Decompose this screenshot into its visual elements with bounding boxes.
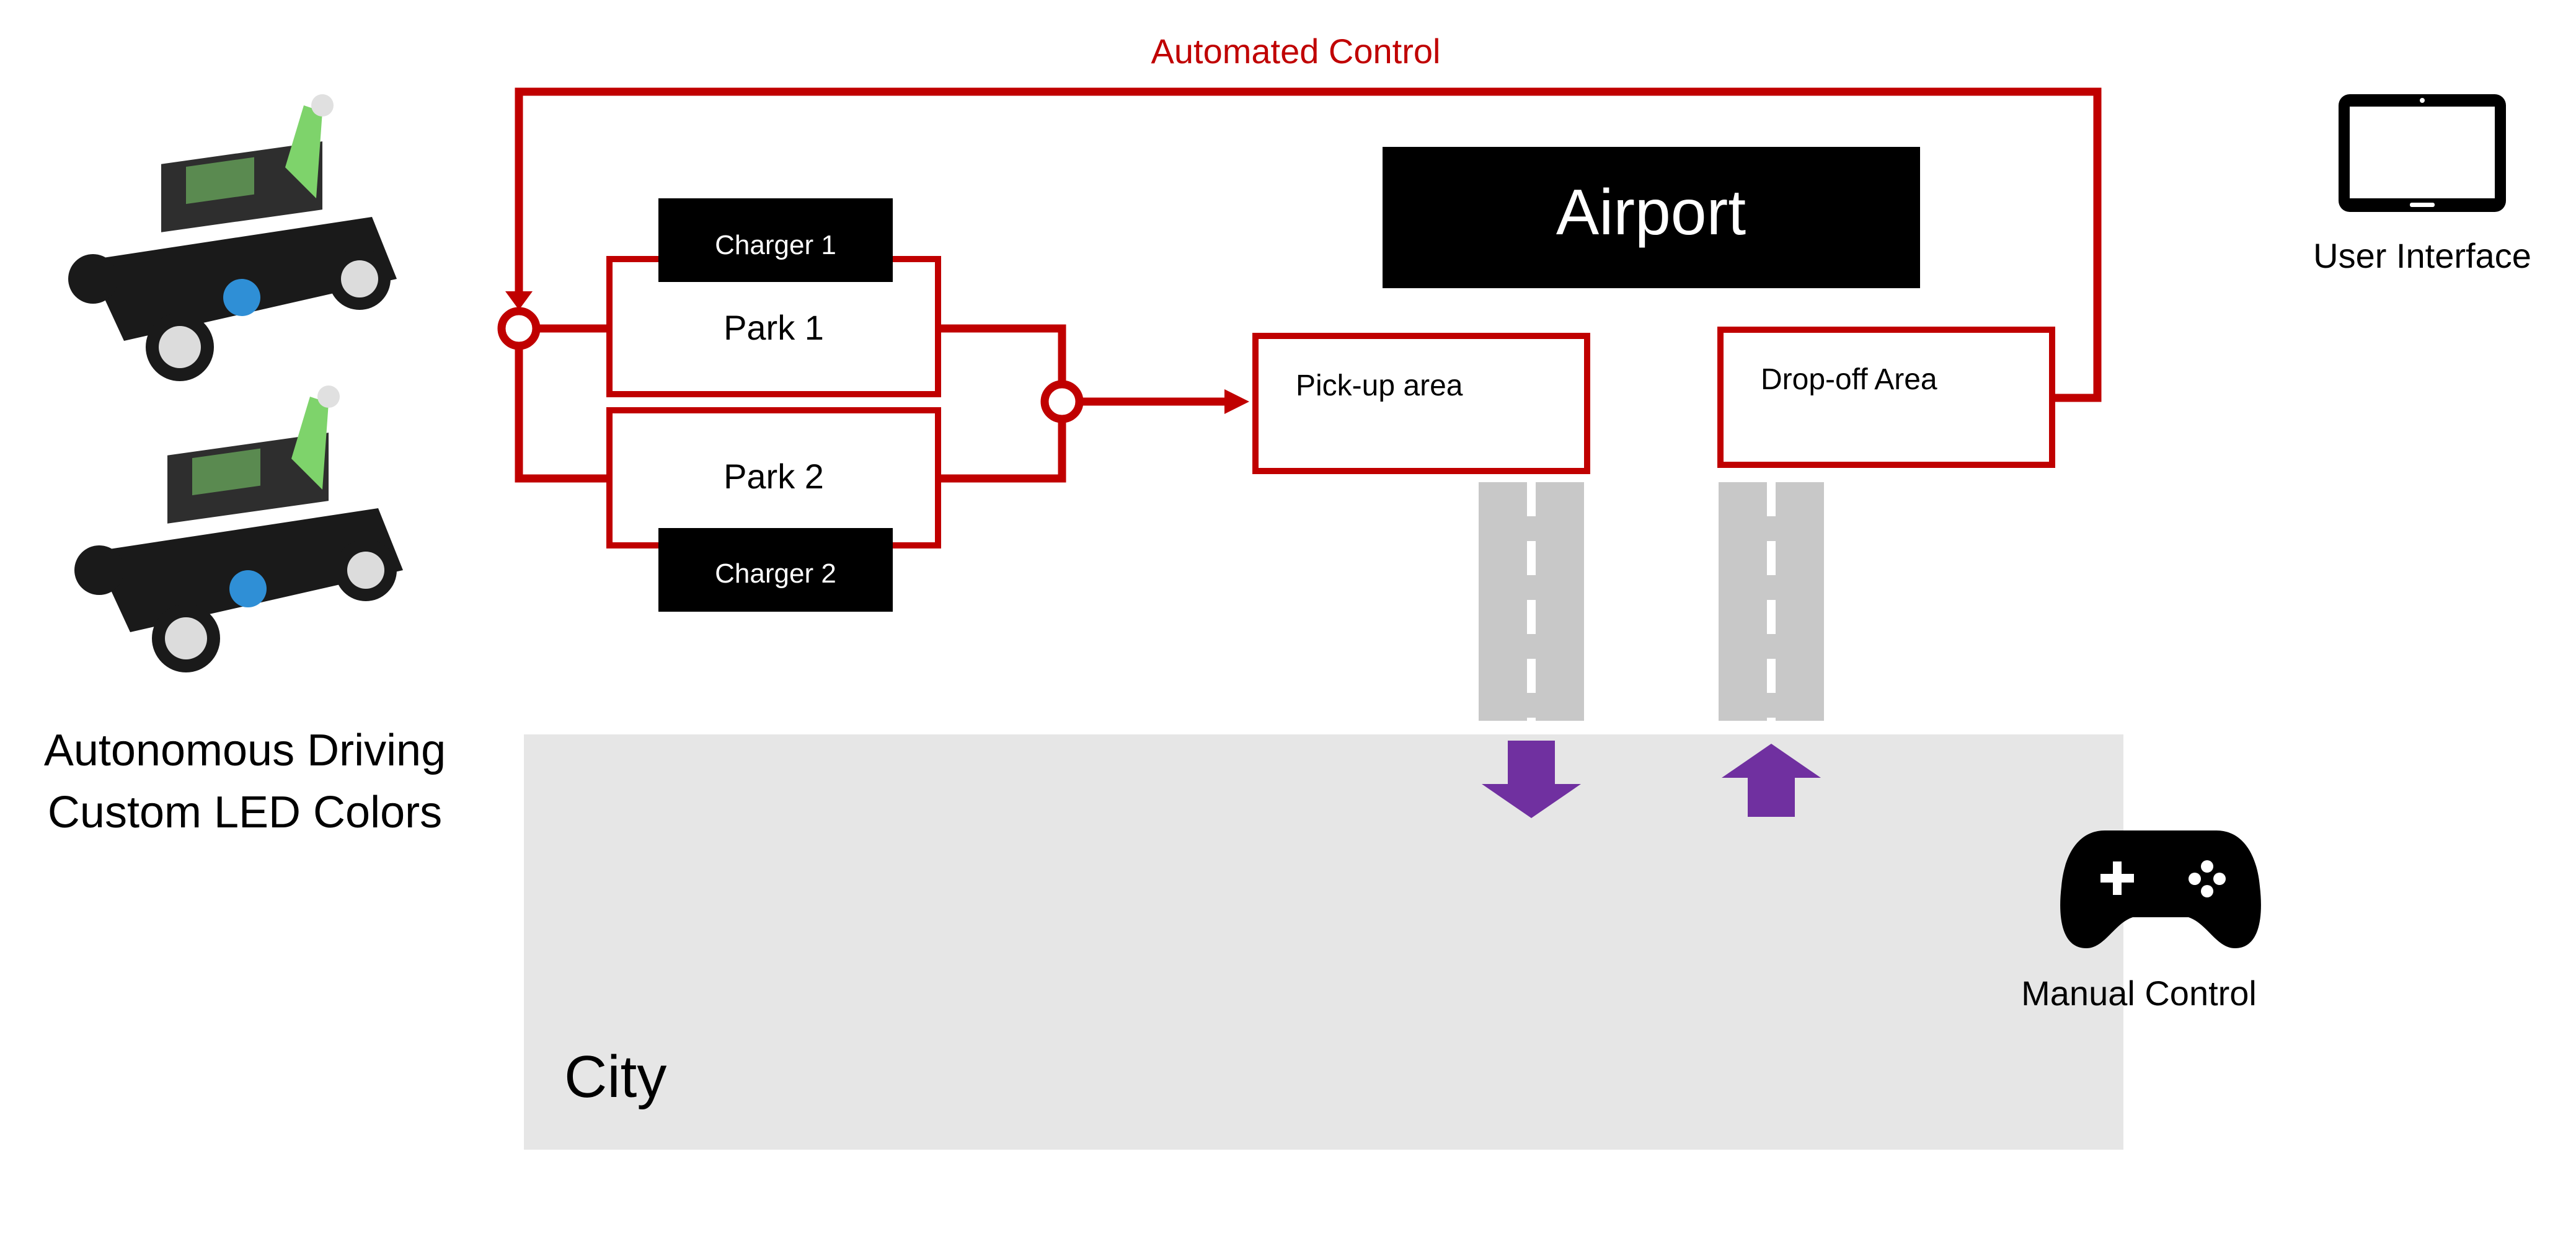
arrow-down-to-city (1482, 741, 1581, 818)
park-1-label: Park 1 (724, 308, 824, 347)
charger-2-label: Charger 2 (715, 558, 836, 589)
pickup-area-label: Pick-up area (1296, 369, 1463, 402)
charger-1-label: Charger 1 (715, 230, 836, 260)
dropoff-area-label: Drop-off Area (1761, 363, 1937, 396)
road-dropoff (1719, 482, 1824, 721)
tablet-icon (2339, 94, 2506, 212)
city-label: City (564, 1044, 666, 1110)
robot-car-icon (74, 385, 403, 672)
automated-control-label: Automated Control (1151, 32, 1441, 71)
charger-1-box (658, 198, 893, 282)
road-pickup (1479, 482, 1584, 721)
park-2-box (606, 407, 941, 548)
automated-control-loop (497, 87, 2102, 483)
dropoff-area-box (1717, 327, 2055, 468)
city-area (524, 734, 2123, 1150)
park-2-label: Park 2 (724, 457, 824, 496)
user-interface-label: User Interface (2313, 236, 2531, 275)
airport-box (1383, 147, 1920, 288)
robot-car-icon (68, 94, 397, 381)
vehicle-label-line1: Autonomous Driving (44, 726, 446, 775)
pickup-area-box (1252, 333, 1590, 474)
vehicle-label-line2: Custom LED Colors (48, 788, 442, 837)
gamepad-icon (2060, 830, 2261, 948)
charger-2-box (658, 528, 893, 612)
arrow-up-from-city (1722, 744, 1821, 817)
manual-control-label: Manual Control (2021, 974, 2257, 1013)
airport-label: Airport (1556, 177, 1746, 249)
